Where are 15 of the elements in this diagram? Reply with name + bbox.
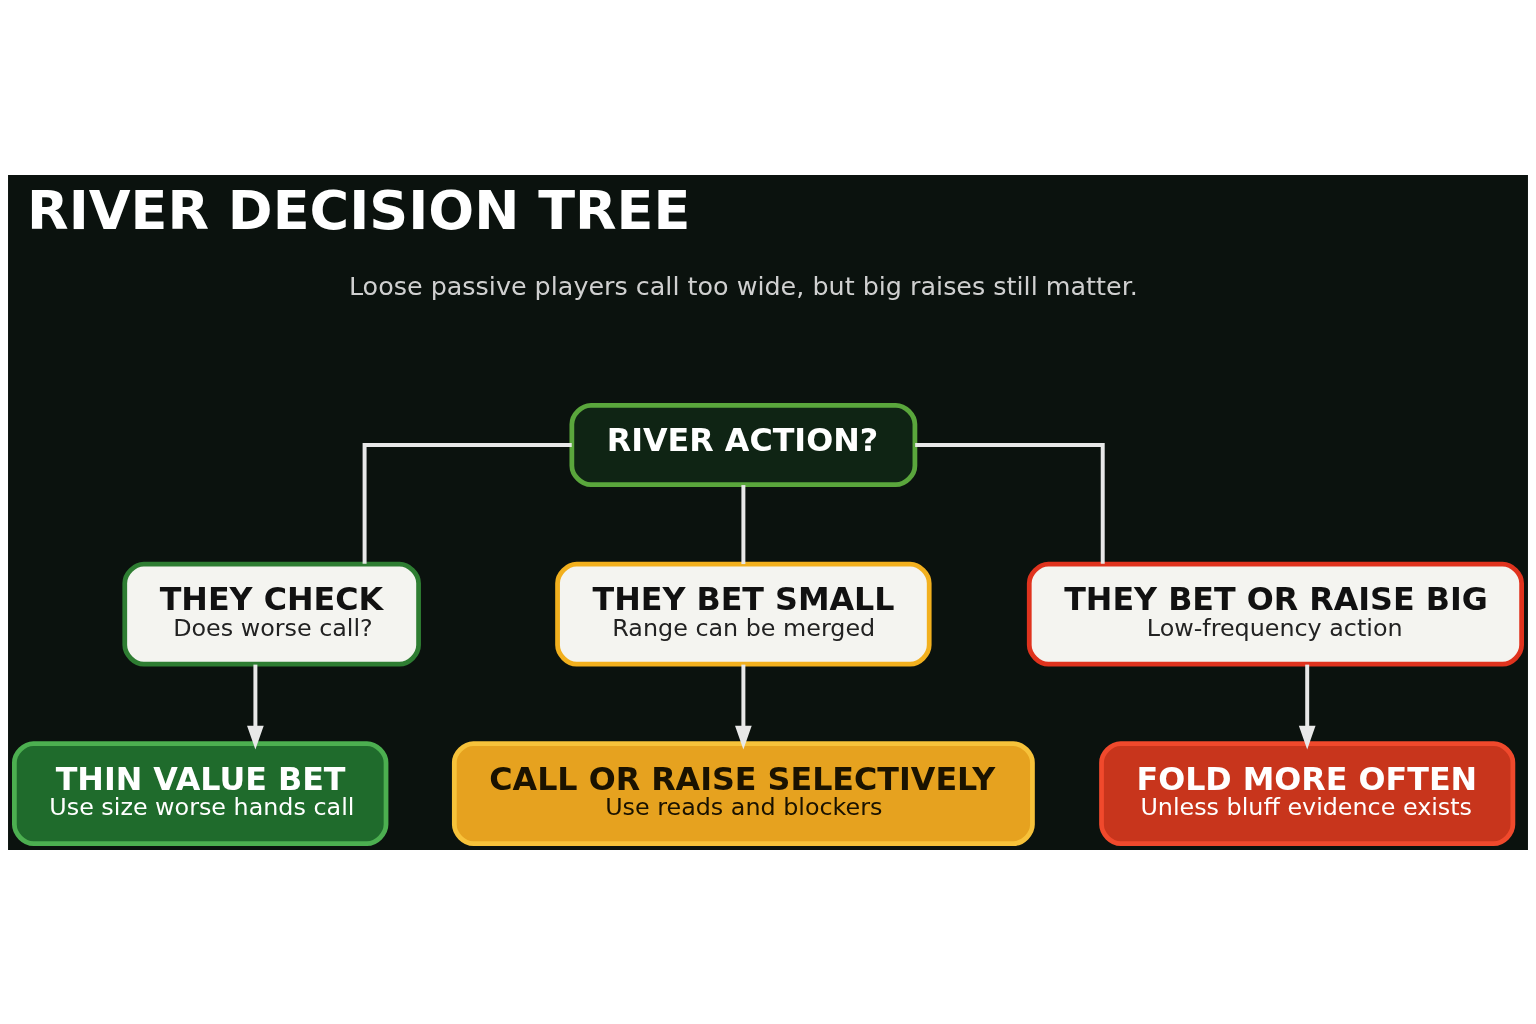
node-box: THEY BET SMALL Range can be merged (555, 561, 932, 667)
connector (362, 442, 572, 564)
arrow (735, 664, 752, 750)
connector (741, 484, 746, 564)
node-box: THEY CHECK Does worse call? (122, 561, 421, 667)
node-box: RIVER ACTION? (569, 402, 918, 487)
arrow (247, 664, 264, 750)
connector (915, 442, 1105, 564)
label: Loose passive players call too wide, but big raises still matter. (348, 270, 1138, 301)
diagram-title: RIVER DECISION TREE (27, 178, 691, 242)
node-box: THEY BET OR RAISE BIG Low-frequency action (1026, 561, 1524, 667)
node-box: THIN VALUE BET Use size worse hands call (12, 740, 389, 846)
node-box: FOLD MORE OFTEN Unless bluff evidence exists (1099, 740, 1516, 846)
arrow (1298, 664, 1316, 750)
node-box: CALL OR RAISE SELECTIVELY Use reads and blockers (451, 740, 1035, 846)
